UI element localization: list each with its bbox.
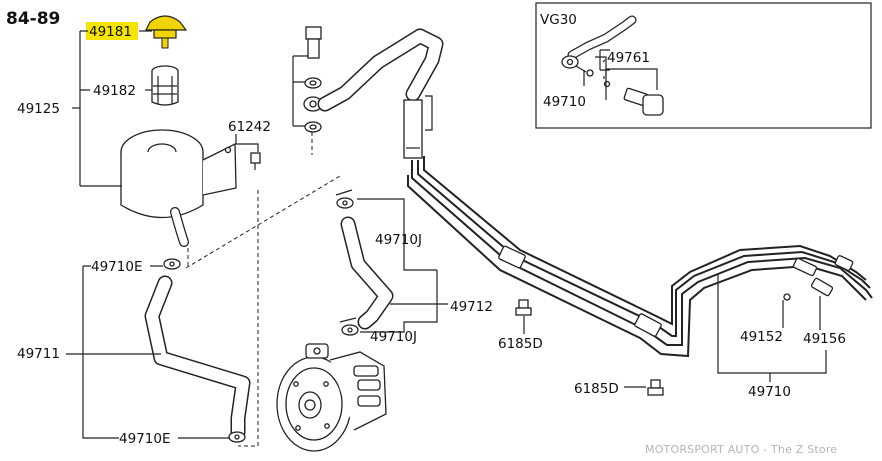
label-filler-cap[interactable]: 49181 <box>89 24 132 40</box>
bolt-6185d-lower[interactable] <box>647 379 664 396</box>
label-inset-49710: 49710 <box>543 94 586 110</box>
label-pipe-49152[interactable]: 49152 <box>740 329 783 345</box>
label-suction-hose[interactable]: 49711 <box>17 346 60 362</box>
strainer-49182[interactable] <box>151 65 179 106</box>
inset-variant-label: VG30 <box>540 12 577 28</box>
suction-hose-49711[interactable] <box>144 275 251 440</box>
model-years-label: 84-89 <box>6 9 60 29</box>
clamp-49710j-lower[interactable] <box>339 317 359 336</box>
return-hose-49712[interactable] <box>340 216 394 330</box>
label-pipe-49156[interactable]: 49156 <box>803 331 846 347</box>
power-steering-pump[interactable] <box>276 343 387 452</box>
label-bolt-6185d-b[interactable]: 6185D <box>574 381 619 397</box>
watermark: MOTORSPORT AUTO - The Z Store <box>645 443 837 456</box>
label-clamp-j-upper[interactable]: 49710J <box>375 232 422 248</box>
bolt-61242[interactable] <box>250 152 261 170</box>
label-bolt-61242[interactable]: 61242 <box>228 119 271 135</box>
clamp-49710j-upper[interactable] <box>335 189 354 209</box>
filler-cap-49181[interactable] <box>145 15 188 49</box>
bolt-6185d-upper[interactable] <box>515 299 532 316</box>
label-reservoir[interactable]: 49125 <box>17 101 60 117</box>
union-bolt[interactable] <box>303 26 323 133</box>
reservoir-49125[interactable] <box>120 129 237 247</box>
label-strainer[interactable]: 49182 <box>93 83 136 99</box>
label-clamp-j-lower[interactable]: 49710J <box>370 329 417 345</box>
label-hose-49712[interactable]: 49712 <box>450 299 493 315</box>
vg30-inset: VG30 49761 49710 <box>535 2 872 129</box>
label-clamp-upper-left[interactable]: 49710E <box>91 259 142 275</box>
label-bolt-6185d-a[interactable]: 6185D <box>498 336 543 352</box>
label-tube-assy[interactable]: 49710 <box>748 384 791 400</box>
pressure-hose[interactable] <box>317 28 444 159</box>
label-clamp-lower-left[interactable]: 49710E <box>119 431 170 447</box>
clamp-49710e-upper[interactable] <box>163 258 181 270</box>
clamp-49710e-lower[interactable] <box>228 431 246 443</box>
steel-pipes-49710[interactable] <box>407 156 873 358</box>
highlight-box <box>86 22 138 40</box>
label-inset-49761: 49761 <box>607 50 650 66</box>
